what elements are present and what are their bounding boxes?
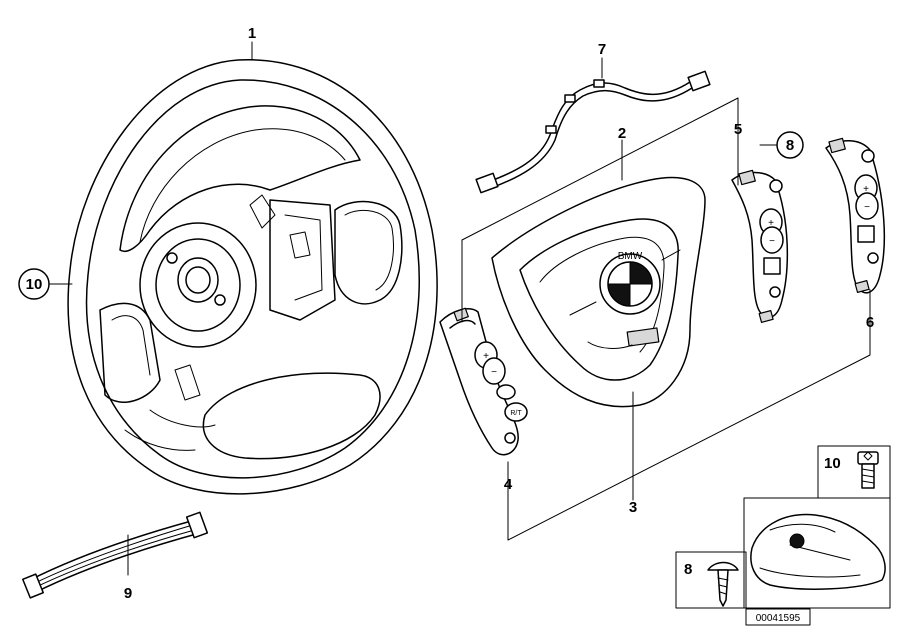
- minus-glyph-right5: −: [769, 236, 775, 247]
- diagram-number-box: [745, 608, 811, 626]
- ribbon-cable: [22, 511, 209, 599]
- label-part-8: 8: [786, 137, 794, 154]
- right-button-panel-5: + −: [731, 169, 789, 323]
- inset-car-locator: [743, 497, 891, 609]
- airbag-module: BMW: [491, 176, 706, 408]
- label-part-1: 1: [248, 25, 256, 42]
- minus-button-left: [482, 357, 506, 385]
- right-button-panel-6: + −: [825, 137, 886, 294]
- bmw-emblem-text: BMW: [618, 251, 643, 262]
- minus-button-right6: [855, 192, 879, 220]
- minus-button-right5: [760, 226, 784, 254]
- label-part-2: 2: [618, 125, 626, 142]
- label-part-8-circle: [776, 131, 804, 159]
- left-button-panel: + − R/T: [439, 307, 528, 456]
- inset-clip-8: 8: [675, 551, 747, 609]
- label-part-10-circle: [18, 268, 50, 300]
- plus-glyph-right5: +: [768, 218, 774, 229]
- label-part-3: 3: [629, 499, 637, 516]
- steering-wheel: [67, 59, 438, 495]
- plus-glyph-left: +: [483, 351, 489, 362]
- steering-location-marker: [789, 533, 805, 549]
- inset-label-8: 8: [684, 561, 692, 578]
- label-part-4: 4: [504, 476, 513, 493]
- minus-glyph-right6: −: [864, 202, 870, 213]
- plus-glyph-right6: +: [863, 184, 869, 195]
- label-part-6: 6: [866, 314, 874, 331]
- leader-lines: [47, 41, 871, 576]
- inset-screw-10: 10: [817, 445, 891, 499]
- diagram-number: 00041595: [756, 613, 801, 624]
- minus-glyph-left: −: [491, 367, 497, 378]
- label-part-9: 9: [124, 585, 132, 602]
- label-part-5: 5: [734, 121, 742, 138]
- label-part-10: 10: [26, 276, 43, 293]
- inset-label-10: 10: [824, 455, 841, 472]
- rt-glyph: R/T: [510, 410, 522, 417]
- label-part-7: 7: [598, 41, 606, 58]
- wiring-harness: [475, 70, 711, 194]
- rt-button: [504, 402, 528, 422]
